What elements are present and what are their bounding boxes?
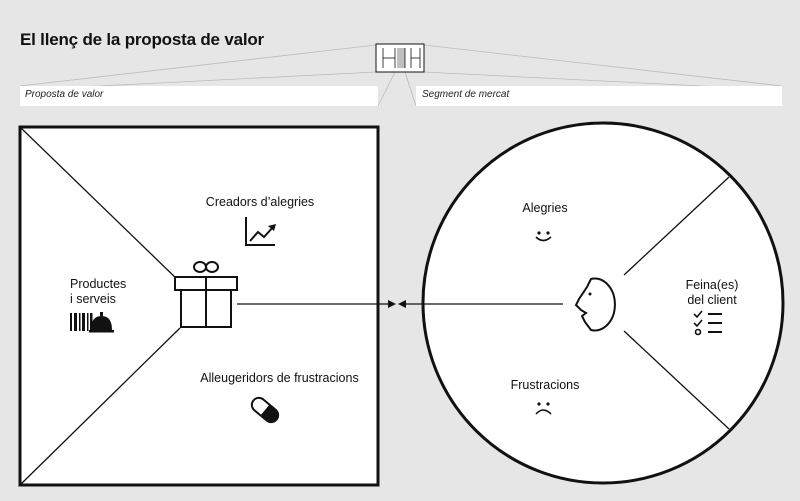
value-proposition-label: Proposta de valor: [25, 89, 104, 100]
value-map-square: [18, 125, 380, 487]
customer-jobs-label: Feina(es) del client: [672, 278, 752, 308]
products-services-label: Productes i serveis: [70, 277, 150, 307]
checklist-icon: [693, 310, 722, 336]
customer-segment-band: [416, 86, 782, 106]
gain-creators-label: Creadors d’alegries: [205, 195, 315, 209]
service-bell-icon: [89, 312, 114, 333]
smiley-icon: [535, 231, 552, 242]
canvas-thumbnail-icon: [375, 43, 425, 73]
pains-label: Frustracions: [510, 378, 580, 392]
page-title: El llenç de la proposta de valor: [20, 30, 264, 49]
products-label-line2: i serveis: [70, 292, 116, 306]
customer-segment-label: Segment de mercat: [422, 89, 510, 100]
gift-icon: [174, 261, 238, 328]
face-profile-icon: [574, 277, 616, 332]
jobs-label-line2: del client: [687, 293, 737, 307]
jobs-label-line1: Feina(es): [685, 278, 739, 292]
products-label-line1: Productes: [70, 277, 127, 291]
fit-connector: [237, 300, 563, 308]
sad-face-icon: [535, 402, 552, 415]
rising-chart-icon: [245, 217, 276, 246]
gains-label: Alegries: [522, 201, 568, 215]
pain-relievers-label: Alleugeridors de frustracions: [200, 371, 359, 385]
value-proposition-band: [20, 86, 378, 106]
pill-icon: [250, 396, 280, 424]
barcode-icon: [70, 313, 93, 331]
